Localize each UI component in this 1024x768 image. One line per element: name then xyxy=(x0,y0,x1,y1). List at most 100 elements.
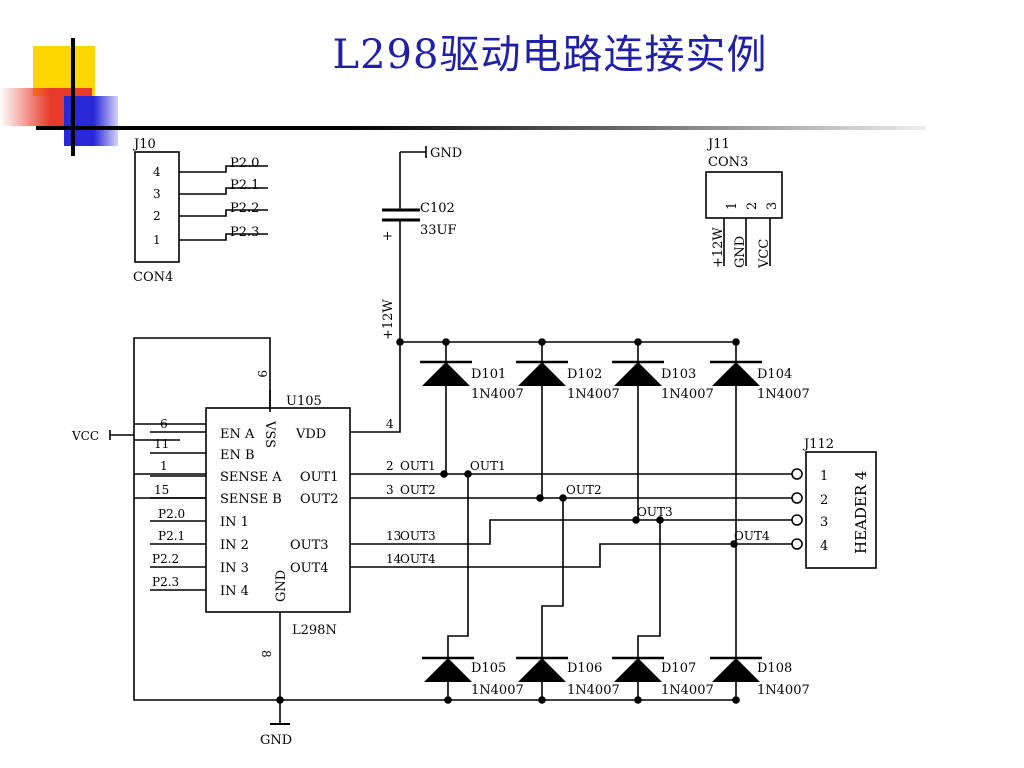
diode-d107: D107 1N4007 xyxy=(612,656,714,698)
ic-in-p21: P2.1 xyxy=(158,529,185,543)
d103-ref: D103 xyxy=(661,367,696,382)
ic-label-in1: IN 1 xyxy=(220,515,249,530)
j10-net-p21: P2.1 xyxy=(230,178,259,193)
out-net-4-right: OUT4 xyxy=(734,529,770,543)
ic-label-ena: EN A xyxy=(220,427,255,442)
diode-d108: D108 1N4007 xyxy=(710,656,810,698)
diode-d102: D102 1N4007 xyxy=(516,360,620,402)
d106-part: 1N4007 xyxy=(567,683,620,698)
ic-ref: U105 xyxy=(286,394,322,409)
out-pin-14: 14 xyxy=(386,552,402,566)
j112-pin-1: 1 xyxy=(820,469,828,484)
d107-part: 1N4007 xyxy=(661,683,714,698)
j11-net-12w: +12W xyxy=(711,227,726,268)
diode-d101: D101 1N4007 xyxy=(420,360,524,402)
j10-pin-4: 4 xyxy=(153,165,161,179)
ic-label-in4: IN 4 xyxy=(220,584,249,599)
vcc-label: VCC xyxy=(71,429,99,443)
diode-d103: D103 1N4007 xyxy=(612,360,714,402)
yellow-square xyxy=(33,46,95,96)
out-net-1-right: OUT1 xyxy=(470,459,506,473)
d105-part: 1N4007 xyxy=(471,683,524,698)
ic-label-out2: OUT2 xyxy=(300,492,339,507)
supply-label: +12W xyxy=(381,299,396,340)
cap-plus: + xyxy=(382,229,393,244)
j112-pin-4: 4 xyxy=(820,539,828,554)
d103-part: 1N4007 xyxy=(661,387,714,402)
out-net-3-left: OUT3 xyxy=(400,529,436,543)
j112-ref: J112 xyxy=(802,437,834,452)
diode-d104: D104 1N4007 xyxy=(710,360,810,402)
j10-pin-2: 2 xyxy=(153,209,161,223)
out-net-1-left: OUT1 xyxy=(400,459,436,473)
j10-pin-1: 1 xyxy=(153,233,161,247)
ic-label-out1: OUT1 xyxy=(300,470,339,485)
cap-ref: C102 xyxy=(420,201,455,216)
d101-part: 1N4007 xyxy=(471,387,524,402)
j10-ref: J10 xyxy=(132,137,156,152)
vertical-line xyxy=(71,38,75,156)
diode-d105: D105 1N4007 xyxy=(422,656,524,698)
ic-part: L298N xyxy=(292,623,337,638)
d104-ref: D104 xyxy=(757,367,792,382)
title-rule xyxy=(36,126,926,130)
j11-pin-2: 2 xyxy=(745,202,760,210)
ic-label-out3: OUT3 xyxy=(290,538,329,553)
j10-name: CON4 xyxy=(133,270,173,285)
ic-pin-9: 9 xyxy=(255,370,269,378)
j10-net-p22: P2.2 xyxy=(230,201,259,216)
j112-header: J112 1 2 3 4 HEADER 4 xyxy=(791,437,877,569)
j10-pin-3: 3 xyxy=(153,187,161,201)
d105-ref: D105 xyxy=(471,661,506,676)
ic-pin-11: 11 xyxy=(154,437,169,451)
out-pin-13: 13 xyxy=(386,529,401,543)
j11-net-vcc: VCC xyxy=(757,239,772,269)
ic-in-p20: P2.0 xyxy=(158,507,185,521)
ic-label-gnd: GND xyxy=(274,570,289,602)
ic-pin-15: 15 xyxy=(154,483,169,497)
out-net-2-left: OUT2 xyxy=(400,483,436,497)
ic-pin-6: 6 xyxy=(160,417,168,431)
j112-pin-3: 3 xyxy=(820,515,828,530)
ic-u105: U105 L298N EN A EN B SENSE A SENSE B IN … xyxy=(150,342,401,748)
j11-pin-1: 1 xyxy=(725,202,740,210)
bottom-gnd-label: GND xyxy=(260,733,292,748)
d102-ref: D102 xyxy=(567,367,602,382)
capacitor-c102: GND C102 33UF + +12W xyxy=(381,146,462,342)
d102-part: 1N4007 xyxy=(567,387,620,402)
ic-label-enb: EN B xyxy=(220,448,255,463)
ic-label-sensea: SENSE A xyxy=(220,470,282,485)
out-pin-2: 2 xyxy=(386,459,394,473)
ic-label-in3: IN 3 xyxy=(220,561,249,576)
output-wiring: 2 3 13 14 OUT1 OUT2 OUT3 OUT4 OUT1 OUT2 … xyxy=(350,459,796,568)
j112-name: HEADER 4 xyxy=(852,471,870,554)
slide-title: L298驱动电路连接实例 xyxy=(332,32,768,78)
ic-label-out4: OUT4 xyxy=(290,561,329,576)
out-net-2-right: OUT2 xyxy=(566,483,602,497)
d108-ref: D108 xyxy=(757,661,792,676)
ic-pin-1: 1 xyxy=(160,459,168,473)
j10-net-p20: P2.0 xyxy=(230,156,259,171)
d107-ref: D107 xyxy=(661,661,696,676)
ic-in-p22: P2.2 xyxy=(152,552,179,566)
cap-value: 33UF xyxy=(420,223,457,238)
ic-label-senseb: SENSE B xyxy=(220,492,282,507)
j11-name: CON3 xyxy=(708,155,748,170)
j11-connector: J11 CON3 1 2 3 +12W GND VCC xyxy=(705,137,783,269)
ic-label-vdd: VDD xyxy=(295,427,326,442)
cap-gnd-label: GND xyxy=(430,146,462,161)
j11-ref: J11 xyxy=(706,137,730,152)
ic-pin-8: 8 xyxy=(259,650,273,658)
ic-label-vss: VSS xyxy=(262,420,277,448)
j112-pin-2: 2 xyxy=(820,493,828,508)
j11-pin-3: 3 xyxy=(765,202,780,210)
j11-net-gnd: GND xyxy=(733,236,748,268)
d108-part: 1N4007 xyxy=(757,683,810,698)
d106-ref: D106 xyxy=(567,661,602,676)
j10-net-p23: P2.3 xyxy=(230,225,259,240)
d104-part: 1N4007 xyxy=(757,387,810,402)
out-net-3-right: OUT3 xyxy=(637,505,673,519)
out-net-4-left: OUT4 xyxy=(400,552,436,566)
out-pin-3: 3 xyxy=(386,483,394,497)
